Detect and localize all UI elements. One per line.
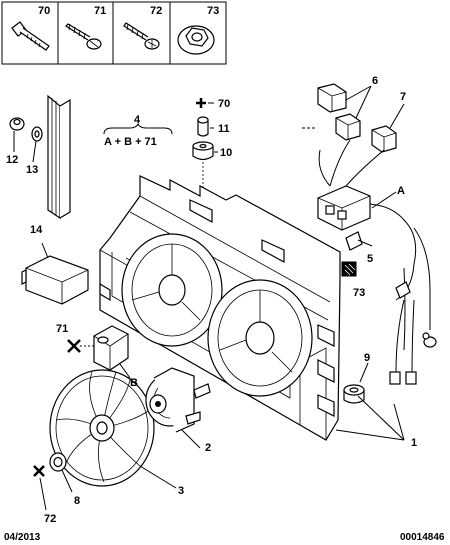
header-part-70-label: 70	[38, 5, 50, 17]
flange-nut-icon	[177, 25, 215, 55]
header-part-73[interactable]: 73	[177, 5, 219, 55]
callout-6: 6	[372, 75, 378, 87]
callout-71: 71	[56, 323, 68, 335]
callout-B: B	[130, 377, 138, 389]
nut-73-on-frame	[341, 261, 357, 277]
callout-13: 13	[26, 164, 38, 176]
screw-72-marker	[33, 465, 47, 511]
callout-73: 73	[353, 287, 365, 299]
wiring-harness-5	[302, 127, 437, 385]
connector-A	[317, 185, 397, 231]
callout-12: 12	[6, 154, 18, 166]
callout-11: 11	[218, 123, 230, 135]
header-part-71[interactable]: 71	[65, 5, 106, 50]
callout-8: 8	[74, 495, 80, 507]
spacer-11	[197, 116, 214, 137]
callout-labels: 70 11 10 6 7 A 5 73 9 1 2 3 8 72 71 B 14…	[6, 75, 417, 525]
callout-5: 5	[367, 253, 373, 265]
bracket-B	[93, 325, 131, 379]
screw-71-marker	[67, 339, 94, 353]
grommet-9	[343, 362, 369, 404]
header-part-71-label: 71	[94, 5, 106, 17]
formula-4-text: A + B + 71	[104, 136, 157, 148]
callout-70: 70	[218, 98, 230, 110]
footer-date: 04/2013	[4, 532, 41, 543]
grommet-10	[192, 141, 218, 206]
bolt-icon	[11, 21, 50, 51]
fan-impeller-3	[49, 369, 177, 489]
control-module-14	[21, 242, 89, 305]
callout-2: 2	[205, 442, 211, 454]
screw-icon	[65, 23, 102, 50]
callout-14: 14	[30, 224, 43, 236]
footer-code: 00014846	[400, 532, 445, 543]
part-70-marker	[196, 98, 214, 108]
callout-9: 9	[364, 352, 370, 364]
header-parts-strip: 70 71 72	[1, 1, 227, 65]
callout-7: 7	[400, 91, 406, 103]
nut-12	[9, 117, 25, 152]
header-part-73-label: 73	[207, 5, 219, 17]
header-part-70[interactable]: 70	[11, 5, 50, 51]
fan-motor-2	[145, 367, 211, 449]
washer-13	[31, 126, 43, 163]
radiator-edge	[47, 94, 71, 220]
bolt-icon	[123, 22, 160, 50]
relay-7	[371, 103, 405, 153]
fan-cowl-frame-1	[99, 175, 341, 441]
callout-72: 72	[44, 513, 56, 525]
formula-4: 4 A + B + 71	[103, 114, 173, 148]
callout-3: 3	[178, 485, 184, 497]
callout-4: 4	[134, 114, 141, 126]
relays-6	[317, 83, 372, 141]
header-part-72[interactable]: 72	[123, 5, 162, 50]
callout-1: 1	[411, 437, 417, 449]
header-part-72-label: 72	[150, 5, 162, 17]
callout-A: A	[397, 185, 405, 197]
leader-1	[335, 395, 405, 441]
callout-10: 10	[220, 147, 232, 159]
nut-8	[49, 452, 73, 493]
